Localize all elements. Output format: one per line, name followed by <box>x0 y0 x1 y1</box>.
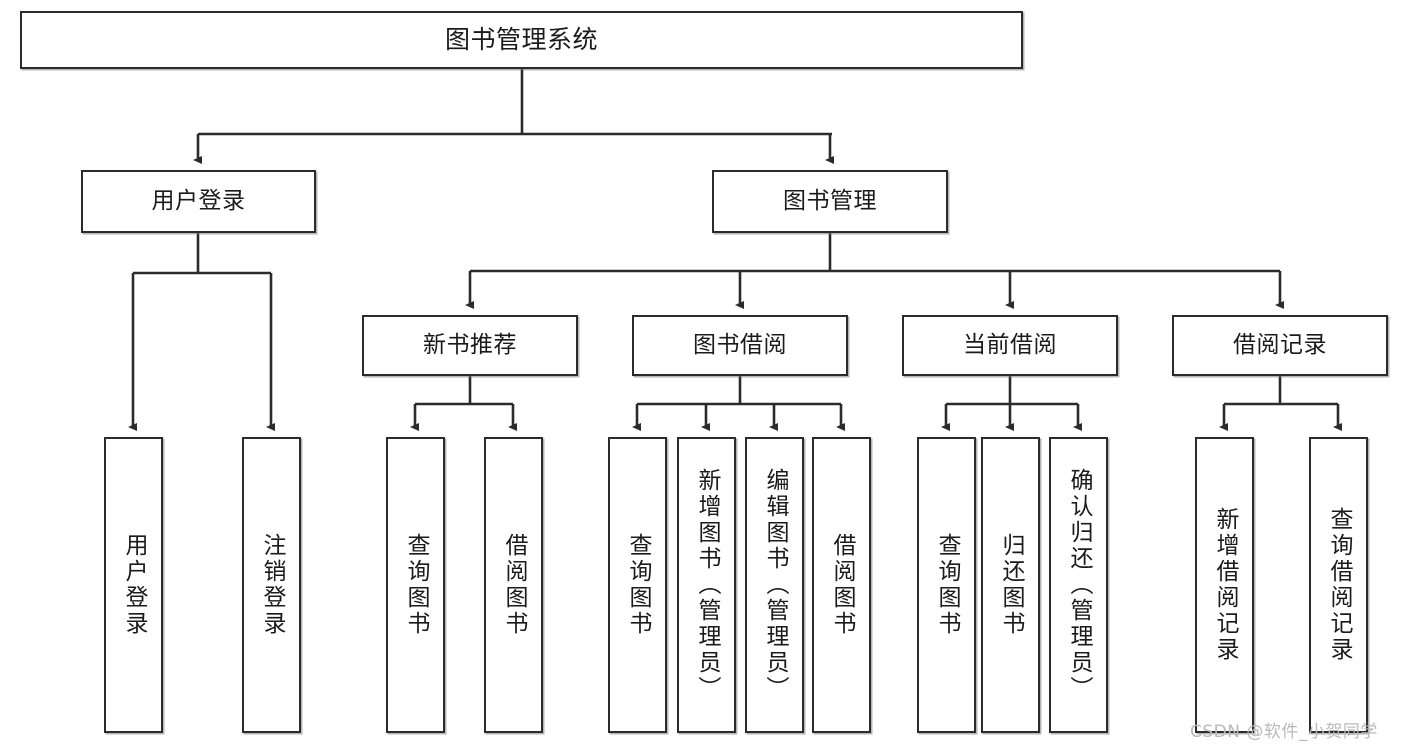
node-book-borrow[interactable]: 图书借阅 <box>632 315 848 376</box>
node-leaf-query-book-1[interactable]: 查询图书 <box>386 437 445 733</box>
node-leaf-add-book-label: 新增图书（管理员） <box>694 468 720 702</box>
node-book-manage[interactable]: 图书管理 <box>712 170 948 233</box>
node-leaf-confirm-return-label: 确认归还（管理员） <box>1066 468 1092 702</box>
node-book-borrow-label: 图书借阅 <box>693 331 787 358</box>
node-leaf-query-record[interactable]: 查询借阅记录 <box>1309 437 1368 733</box>
node-leaf-query-record-label: 查询借阅记录 <box>1326 507 1352 663</box>
node-leaf-borrow-book-1[interactable]: 借阅图书 <box>484 437 543 733</box>
node-leaf-query-book-3-label: 查询图书 <box>934 533 960 637</box>
node-leaf-query-book-2-label: 查询图书 <box>625 533 651 637</box>
node-book-manage-label: 图书管理 <box>783 187 877 214</box>
node-current-borrow[interactable]: 当前借阅 <box>902 315 1118 376</box>
node-leaf-borrow-book-2-label: 借阅图书 <box>829 533 855 637</box>
node-leaf-edit-book-label: 编辑图书（管理员） <box>762 468 788 702</box>
node-leaf-user-login[interactable]: 用户登录 <box>104 437 163 733</box>
node-root[interactable]: 图书管理系统 <box>20 11 1023 69</box>
node-leaf-query-book-2[interactable]: 查询图书 <box>608 437 667 733</box>
node-new-book-recommend-label: 新书推荐 <box>423 331 517 358</box>
node-leaf-return-book[interactable]: 归还图书 <box>981 437 1040 733</box>
node-leaf-query-book-1-label: 查询图书 <box>403 533 429 637</box>
node-leaf-logout-label: 注销登录 <box>259 533 285 637</box>
node-leaf-add-record-label: 新增借阅记录 <box>1212 507 1238 663</box>
node-leaf-edit-book[interactable]: 编辑图书（管理员） <box>745 437 804 733</box>
node-root-label: 图书管理系统 <box>444 25 598 55</box>
node-new-book-recommend[interactable]: 新书推荐 <box>362 315 578 376</box>
node-leaf-return-book-label: 归还图书 <box>998 533 1024 637</box>
node-leaf-borrow-book-1-label: 借阅图书 <box>501 533 527 637</box>
node-leaf-confirm-return[interactable]: 确认归还（管理员） <box>1049 437 1108 733</box>
node-leaf-logout[interactable]: 注销登录 <box>242 437 301 733</box>
csdn-watermark: CSDN @软件_小贺同学 <box>1190 722 1378 742</box>
node-user-login-label: 用户登录 <box>151 187 246 214</box>
node-leaf-borrow-book-2[interactable]: 借阅图书 <box>812 437 871 733</box>
node-leaf-add-book[interactable]: 新增图书（管理员） <box>677 437 736 733</box>
node-borrow-record-label: 借阅记录 <box>1233 331 1327 358</box>
node-leaf-user-login-label: 用户登录 <box>121 533 147 637</box>
node-leaf-add-record[interactable]: 新增借阅记录 <box>1195 437 1254 733</box>
node-borrow-record[interactable]: 借阅记录 <box>1172 315 1388 376</box>
node-current-borrow-label: 当前借阅 <box>963 331 1057 358</box>
node-leaf-query-book-3[interactable]: 查询图书 <box>917 437 976 733</box>
node-user-login[interactable]: 用户登录 <box>81 170 316 233</box>
